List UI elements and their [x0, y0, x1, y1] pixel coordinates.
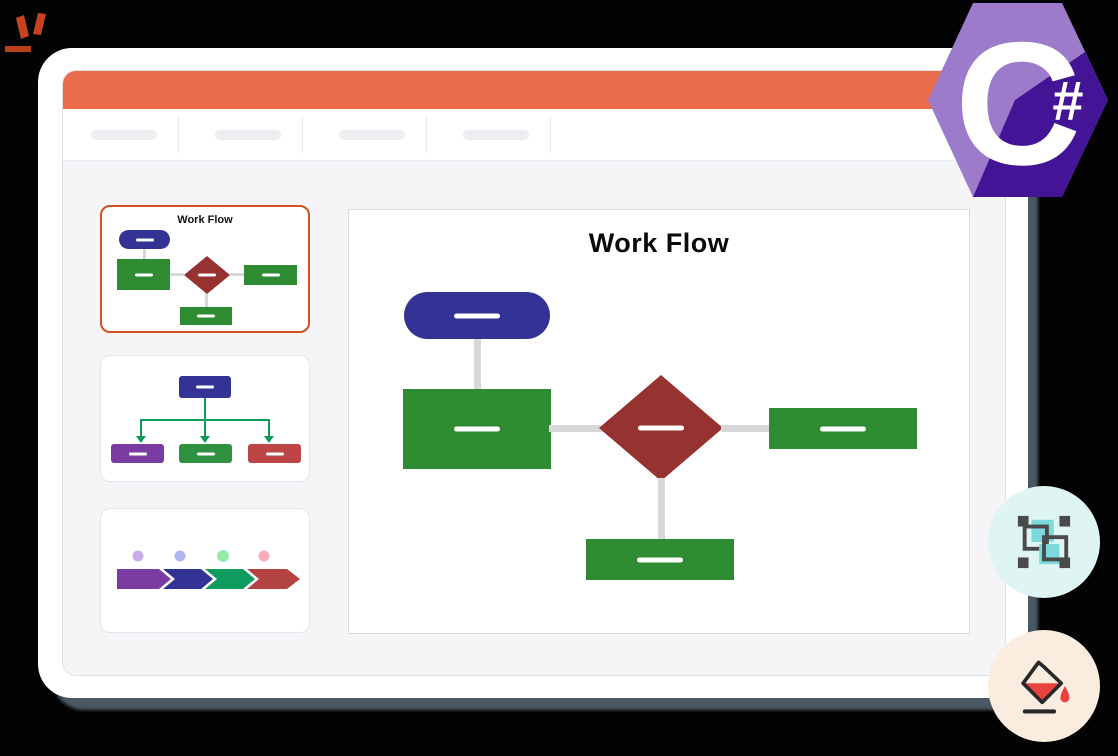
arrowhead-icon: [200, 436, 210, 443]
tree-connector: [204, 419, 206, 436]
menu-placeholder-4[interactable]: [463, 129, 529, 140]
tree-connector: [268, 419, 270, 436]
chevron-4: [247, 569, 300, 589]
slide-thumbnail-2[interactable]: [100, 355, 310, 482]
tree-connector: [204, 398, 206, 419]
menu-divider: [426, 116, 427, 153]
group-objects-icon: [1017, 515, 1071, 569]
thumb2-child-purple: [111, 444, 164, 463]
connector: [143, 249, 146, 260]
group-objects-badge: [988, 486, 1100, 598]
thumbnail-title: Work Flow: [177, 214, 233, 226]
start-pill-shape[interactable]: [404, 292, 550, 339]
thumb1-decision-diamond: [184, 256, 230, 294]
slide-title: Work Flow: [588, 228, 730, 258]
process-box-right[interactable]: [769, 408, 917, 449]
thumb2-child-red: [248, 444, 301, 463]
window-titlebar: [63, 71, 1005, 109]
csharp-logo: C #: [928, 3, 1108, 198]
thumb1-process-bottom: [180, 307, 232, 325]
arrowhead-icon: [136, 436, 146, 443]
menu-placeholder-3[interactable]: [339, 129, 405, 140]
menu-placeholder-2[interactable]: [215, 129, 281, 140]
menu-divider: [178, 116, 179, 153]
csharp-letter: C: [955, 7, 1081, 198]
arrowhead-icon: [264, 436, 274, 443]
chevron-1: [117, 569, 171, 589]
brand-bar-left: [16, 15, 29, 39]
slide-thumbnail-1[interactable]: Work Flow: [100, 205, 310, 333]
fill-color-icon: [1021, 660, 1070, 714]
thumb1-start-pill: [119, 230, 170, 249]
step-dot-1: [132, 550, 144, 562]
csharp-hash: #: [1052, 69, 1083, 132]
thumb2-root-box: [179, 376, 231, 398]
fill-color-badge: [988, 630, 1100, 742]
step-dot-2: [174, 550, 186, 562]
brand-logo: [5, 13, 46, 52]
connector: [170, 273, 184, 276]
chevron-3: [205, 569, 255, 589]
thumb1-process-left: [117, 259, 170, 290]
connector: [230, 273, 244, 276]
slide-thumbnail-3[interactable]: [100, 508, 310, 633]
process-box-left[interactable]: [403, 389, 551, 469]
csharp-hexagon-dark: [973, 52, 1108, 197]
connector-horizontal: [549, 425, 605, 432]
process-box-bottom[interactable]: [586, 539, 734, 580]
chevron-2: [163, 569, 213, 589]
workspace: Work Flow: [63, 161, 1005, 675]
brand-bar-right: [33, 13, 46, 35]
decision-diamond[interactable]: [599, 375, 723, 481]
brand-bar-under: [5, 46, 31, 52]
thumb2-child-green: [179, 444, 232, 463]
menu-divider: [302, 116, 303, 153]
connector-horizontal: [721, 425, 771, 432]
process-arrows-graphic: [117, 550, 300, 589]
connector-vertical: [658, 478, 665, 540]
step-dot-4: [258, 550, 270, 562]
step-dot-3: [217, 550, 229, 562]
app-window: Work Flow: [38, 48, 1028, 698]
menu-divider: [550, 116, 551, 153]
menu-placeholder-1[interactable]: [91, 129, 157, 140]
connector-vertical: [474, 339, 481, 390]
thumb1-process-right: [244, 265, 297, 285]
tree-connector: [140, 419, 142, 436]
app-panel: Work Flow: [62, 70, 1006, 676]
slide-canvas: Work Flow: [348, 209, 970, 634]
connector: [205, 294, 208, 307]
menu-bar: [63, 109, 1005, 161]
